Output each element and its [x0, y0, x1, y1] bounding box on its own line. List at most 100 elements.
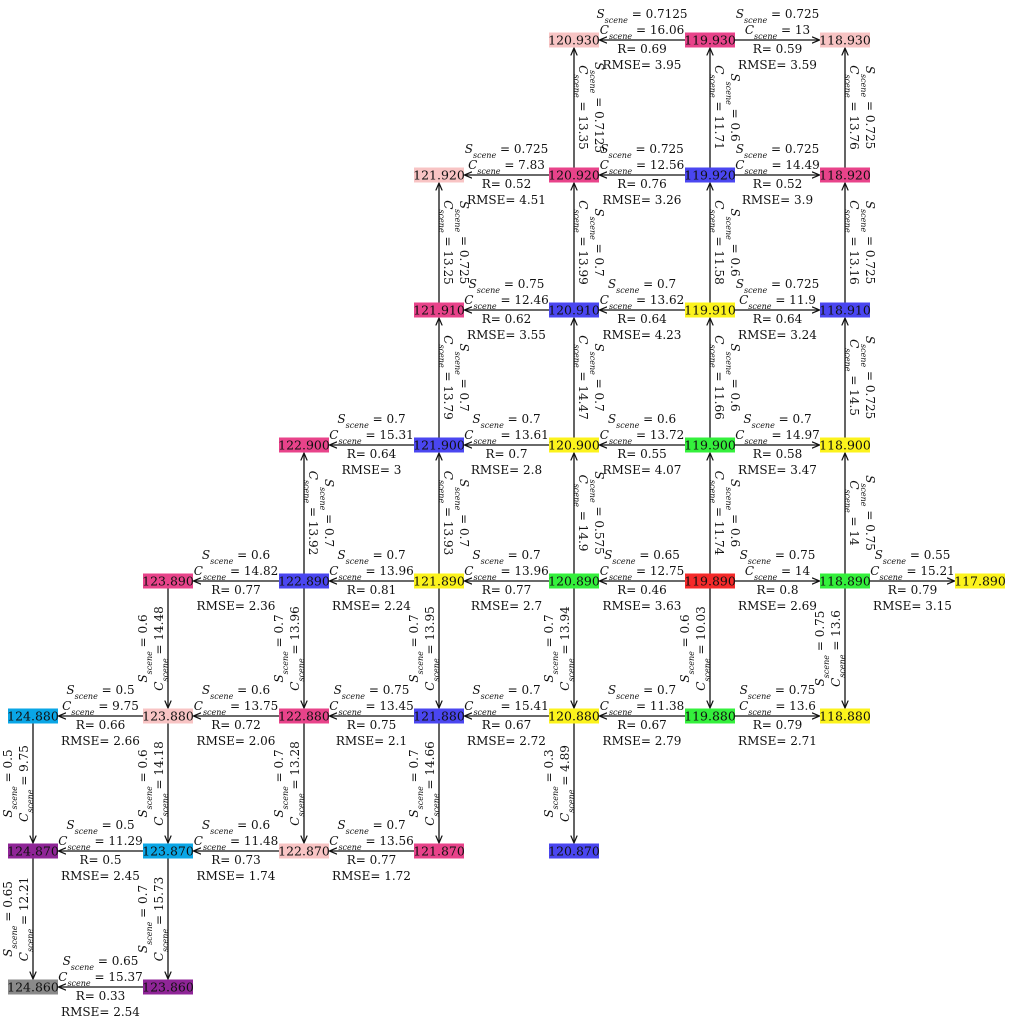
- rmse-label: RMSE= 2.8: [471, 463, 542, 477]
- node-label: 118.930: [819, 33, 871, 48]
- node-120-900: 120.900: [548, 437, 600, 453]
- node-box: [685, 302, 735, 318]
- node-box: [143, 708, 193, 724]
- node-label: 119.930: [684, 33, 736, 48]
- node-label: 124.860: [7, 980, 59, 995]
- node-117-890: 117.890: [954, 573, 1006, 589]
- node-119-920: 119.920: [684, 167, 736, 183]
- node-122-900: 122.900: [278, 437, 330, 453]
- node-box: [549, 302, 599, 318]
- node-box: [279, 437, 329, 453]
- s-scene-label: Sscene = 0.75: [740, 548, 816, 566]
- s-scene-label: Sscene = 0.75: [813, 611, 831, 687]
- node-119-930: 119.930: [684, 32, 736, 48]
- rmse-label: RMSE= 2.66: [61, 734, 140, 748]
- node-label: 120.880: [548, 709, 600, 724]
- node-label: 121.910: [413, 303, 465, 318]
- s-scene-label: Sscene = 0.7: [136, 885, 154, 953]
- node-119-900: 119.900: [684, 437, 736, 453]
- rmse-label: RMSE= 3.55: [467, 328, 546, 342]
- node-118-890: 118.890: [819, 573, 871, 589]
- c-scene-label: Cscene = 13.94: [558, 606, 576, 691]
- c-scene-label: Cscene = 11.74: [709, 471, 727, 556]
- s-scene-label: Sscene = 0.55: [875, 548, 951, 566]
- r-label: R= 0.64: [617, 312, 667, 326]
- node-label: 120.920: [548, 168, 600, 183]
- rmse-label: RMSE= 3.59: [738, 58, 817, 72]
- node-label: 123.870: [142, 844, 194, 859]
- s-scene-label: Sscene = 0.7: [472, 548, 540, 566]
- c-scene-label: Cscene = 13.92: [303, 471, 321, 555]
- rmse-label: RMSE= 4.23: [603, 328, 682, 342]
- node-box: [279, 843, 329, 859]
- s-scene-label: Sscene = 0.7: [337, 548, 405, 566]
- s-scene-label: Sscene = 0.7125: [589, 62, 607, 153]
- node-121-880: 121.880: [413, 708, 465, 724]
- node-label: 118.900: [819, 438, 871, 453]
- c-scene-label: Cscene = 13.56: [329, 834, 413, 852]
- rmse-label: RMSE= 2.79: [603, 734, 682, 748]
- node-box: [549, 167, 599, 183]
- rmse-label: RMSE= 3.26: [603, 193, 682, 207]
- c-scene-label: Cscene = 13.6: [829, 610, 847, 687]
- c-scene-label: Cscene = 14: [844, 480, 862, 546]
- node-119-880: 119.880: [684, 708, 736, 724]
- node-label: 120.930: [548, 33, 600, 48]
- s-scene-label: Sscene = 0.5: [66, 683, 134, 701]
- r-label: R= 0.55: [617, 447, 667, 461]
- node-label: 119.890: [684, 574, 736, 589]
- node-box: [414, 843, 464, 859]
- s-scene-label: Sscene = 0.75: [740, 683, 816, 701]
- node-121-910: 121.910: [413, 302, 465, 318]
- node-label: 123.860: [142, 980, 194, 995]
- c-scene-label: Cscene = 13.61: [464, 428, 548, 446]
- s-scene-label: Sscene = 0.3: [542, 749, 560, 817]
- c-scene-label: Cscene = 13.96: [329, 564, 413, 582]
- node-box: [820, 302, 870, 318]
- node-124-870: 124.870: [7, 843, 59, 859]
- node-120-930: 120.930: [548, 32, 600, 48]
- s-scene-label: Sscene = 0.75: [860, 475, 878, 551]
- c-scene-label: Cscene = 13.95: [423, 606, 441, 690]
- c-scene-label: Cscene = 11.29: [58, 834, 142, 852]
- c-scene-label: Cscene = 13.62: [600, 293, 684, 311]
- s-scene-label: Sscene = 0.725: [600, 142, 684, 160]
- c-scene-label: Cscene = 16.06: [600, 23, 684, 41]
- node-label: 122.870: [278, 844, 330, 859]
- node-121-870: 121.870: [413, 843, 465, 859]
- node-120-910: 120.910: [548, 302, 600, 318]
- node-box: [549, 843, 599, 859]
- node-box: [685, 708, 735, 724]
- s-scene-label: Sscene = 0.65: [604, 548, 680, 566]
- node-label: 121.890: [413, 574, 465, 589]
- r-label: R= 0.59: [753, 42, 803, 56]
- node-label: 124.870: [7, 844, 59, 859]
- node-123-890: 123.890: [142, 573, 194, 589]
- node-box: [8, 843, 58, 859]
- node-label: 120.900: [548, 438, 600, 453]
- rmse-label: RMSE= 2.24: [332, 599, 411, 613]
- node-122-890: 122.890: [278, 573, 330, 589]
- r-label: R= 0.64: [753, 312, 803, 326]
- node-box: [143, 573, 193, 589]
